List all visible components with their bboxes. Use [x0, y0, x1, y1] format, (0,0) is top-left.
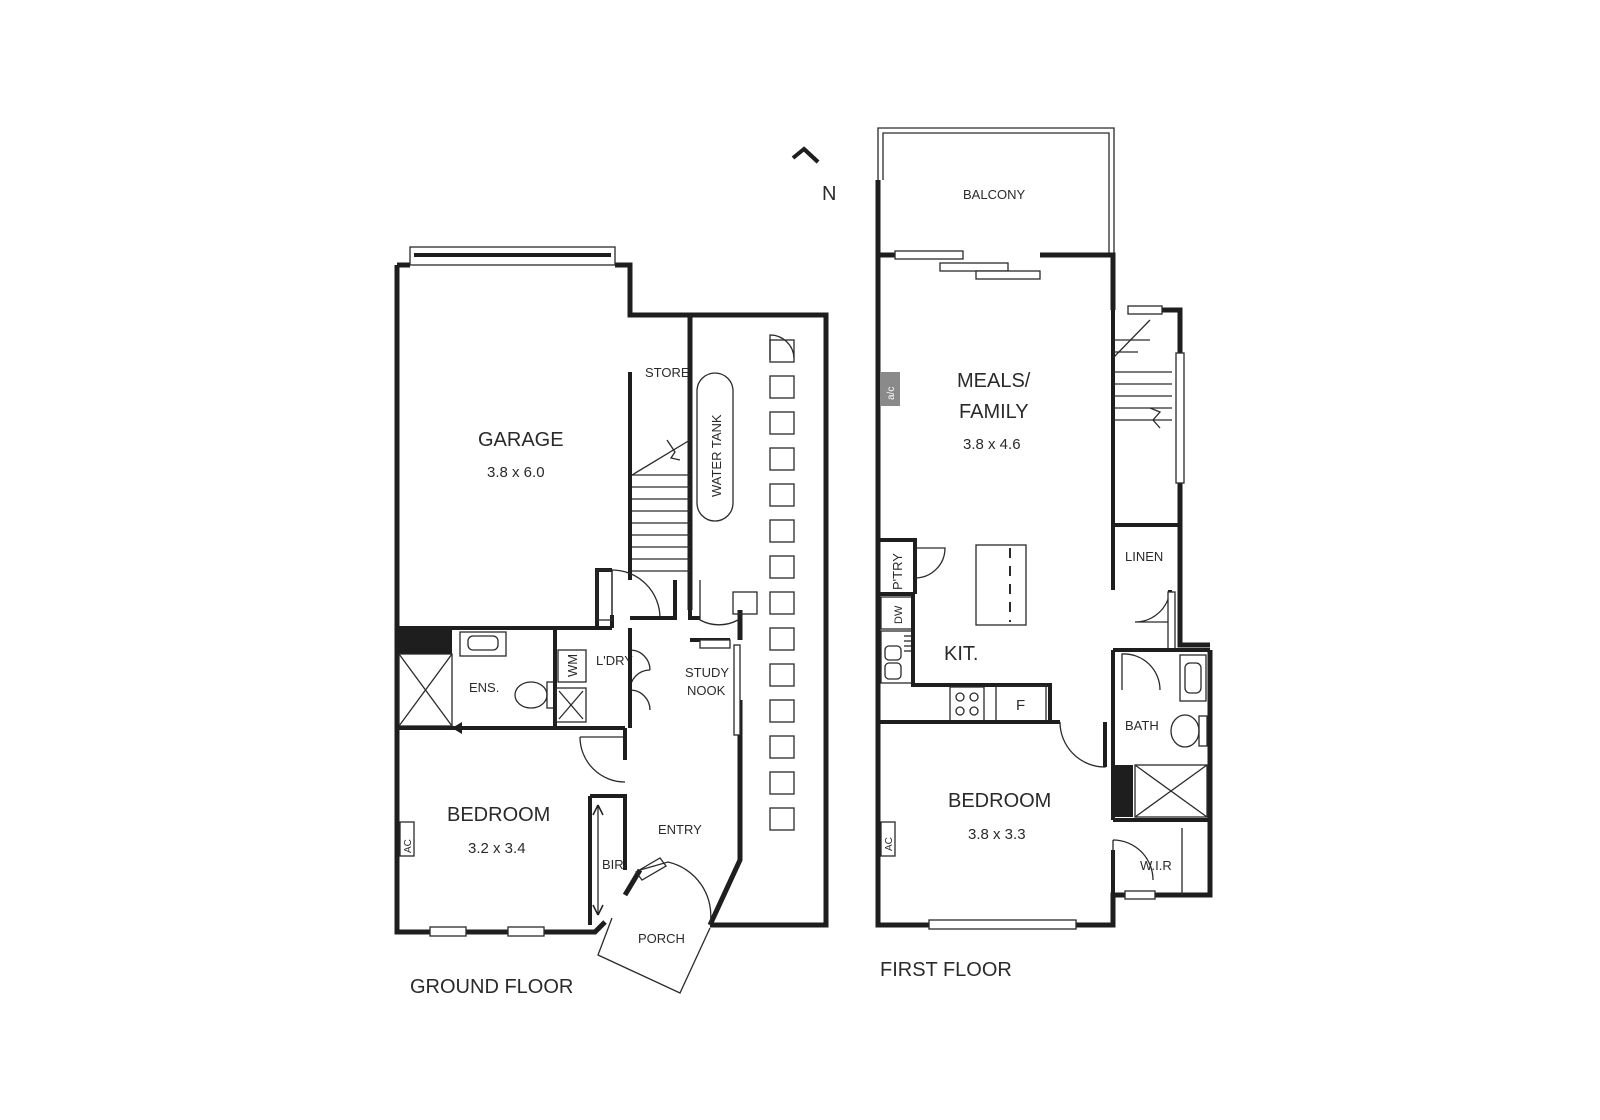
kitchen-island — [975, 544, 1027, 626]
pantry-walls — [878, 538, 917, 596]
pantry-door — [914, 547, 946, 579]
garage-door-swing — [611, 569, 661, 619]
dishwasher-label: DW — [893, 605, 905, 624]
garage-size: 3.8 x 6.0 — [487, 464, 545, 481]
bedroom-door — [579, 736, 626, 783]
first-floor-stairs — [1111, 310, 1180, 527]
ensuite-toilet — [514, 681, 556, 709]
first-bedroom-label: BEDROOM — [948, 790, 1051, 812]
stair-window-side — [1175, 352, 1185, 484]
study-window — [733, 644, 741, 736]
wir-window — [1124, 890, 1156, 900]
front-door — [639, 861, 712, 926]
laundry-tub — [555, 687, 587, 723]
first-bedroom-door — [1059, 721, 1106, 768]
cooktop — [949, 686, 985, 722]
ensuite-label: ENS. — [469, 680, 499, 695]
pantry-label: P'TRY — [890, 553, 905, 590]
ground-bedroom-window-1 — [429, 926, 467, 937]
first-ac-label: AC — [884, 837, 895, 851]
first-bedroom-size: 3.8 x 3.3 — [968, 826, 1026, 843]
side-door-swing — [699, 580, 739, 626]
ground-floor-plan: WATER TANK — [394, 246, 829, 998]
meals-family-size: 3.8 x 4.6 — [963, 436, 1021, 453]
washing-machine-label: WM — [565, 654, 580, 677]
first-floor-plan: BALCONY a/c MEALS/ FAMILY 3 — [875, 127, 1213, 981]
ground-bedroom-size: 3.2 x 3.4 — [468, 840, 526, 857]
bath-label: BATH — [1125, 718, 1159, 733]
first-bedroom-window — [928, 919, 1077, 930]
kitchen-sink — [880, 630, 914, 684]
ground-bedroom-window-2 — [507, 926, 545, 937]
garage-bottom-wall — [397, 568, 614, 630]
family-label: FAMILY — [959, 401, 1029, 423]
bath-walls — [1111, 648, 1210, 722]
meals-ac-label: a/c — [886, 387, 897, 400]
north-arrow: N — [791, 146, 836, 205]
bath-dark-panel — [1113, 765, 1133, 817]
wir-label: W.I.R — [1140, 858, 1172, 873]
ground-bedroom-label: BEDROOM — [447, 804, 550, 826]
first-floor-label: FIRST FLOOR — [880, 959, 1012, 981]
laundry-label: L'DRY — [596, 653, 633, 668]
ground-ac-label: AC — [403, 839, 414, 853]
study-nook-label-1: STUDY — [685, 665, 729, 680]
garage-label: GARAGE — [478, 429, 564, 451]
bath-shower — [1134, 764, 1208, 818]
store-label: STORE — [645, 365, 690, 380]
north-label: N — [822, 183, 836, 205]
first-ac-unit — [880, 821, 896, 857]
bir-walls — [588, 794, 627, 925]
ground-stairs — [631, 439, 691, 572]
linen-door — [1134, 589, 1171, 623]
linen-label: LINEN — [1125, 549, 1163, 564]
entry-label: ENTRY — [658, 822, 702, 837]
balcony-slider-1 — [894, 250, 964, 260]
fridge-label: F — [1016, 697, 1025, 714]
balcony-slider-2 — [939, 262, 1009, 272]
ensuite-basin — [459, 631, 507, 657]
water-tank — [696, 372, 734, 522]
garage-step — [596, 569, 613, 621]
ensuite-dark-panel — [397, 628, 452, 654]
laundry-bifold-door — [629, 649, 651, 711]
bath-door — [1121, 653, 1161, 691]
water-tank-label: WATER TANK — [709, 414, 724, 497]
meals-label: MEALS/ — [957, 370, 1031, 392]
ground-ac-unit — [399, 821, 415, 857]
balcony-label: BALCONY — [963, 187, 1025, 202]
ground-floor-outer-wall — [394, 262, 829, 935]
balcony-slider-3 — [975, 270, 1041, 280]
washing-machine — [557, 649, 587, 683]
front-door-leaf — [635, 857, 667, 881]
garage-entry-walls — [630, 580, 700, 620]
kitchen-bench-wall — [911, 594, 1052, 720]
ground-floor-label: GROUND FLOOR — [410, 976, 573, 998]
porch-label: PORCH — [638, 931, 685, 946]
bath-toilet — [1170, 714, 1208, 748]
wir-door — [1112, 839, 1154, 881]
linen-window — [1167, 591, 1176, 651]
balcony-outline — [877, 127, 1115, 255]
porch-outline — [597, 917, 711, 994]
study-window-top — [699, 639, 731, 649]
bath-basin — [1179, 654, 1207, 702]
stair-window-top — [1127, 305, 1163, 315]
bir-label: BIR — [602, 857, 624, 872]
meals-ac-unit — [880, 372, 900, 406]
study-nook-label-2: NOOK — [687, 683, 726, 698]
stepping-stones — [732, 334, 795, 831]
kitchen-label: KIT. — [944, 643, 978, 665]
